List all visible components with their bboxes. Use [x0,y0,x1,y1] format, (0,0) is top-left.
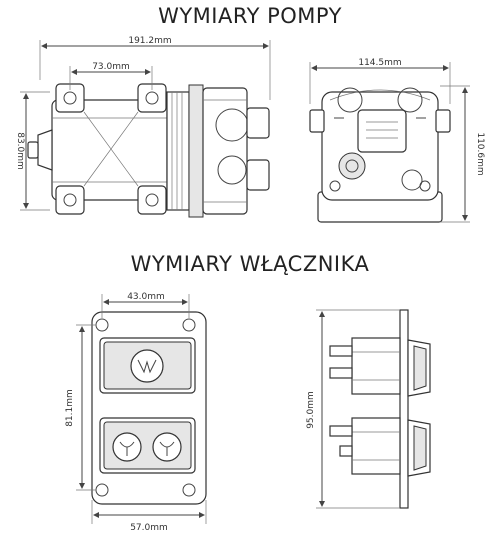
pump-front-dimension-lines [309,62,470,223]
dim-hole-spacing: 43.0mm [127,292,165,302]
switch-side-view [329,309,431,509]
dim-plate-height: 81.1mm [65,389,75,427]
dim-overall-length: 191.2mm [128,36,171,46]
dim-width-front: 114.5mm [358,58,401,68]
pump-mount-feet [55,83,167,215]
pump-dimensions-title: WYMIARY POMPY [158,4,342,28]
switch-side-dimension-lines [316,309,400,509]
pump-front-view [309,87,451,223]
switch-front-dimension-lines [76,294,207,524]
switch-front-view [91,311,207,505]
dim-plate-width: 57.0mm [130,523,168,533]
dim-height-front: 110.6mm [475,132,485,175]
pump-symbol-icon [130,349,164,383]
dim-mount-spacing: 73.0mm [92,62,130,72]
dim-side-height: 95.0mm [306,391,316,429]
pump-side-dimension-lines [20,40,271,211]
pump-side-view [27,83,270,218]
dim-height-side: 83.0mm [15,132,25,170]
switch-dimensions-title: WYMIARY WŁĄCZNIKA [130,252,370,276]
